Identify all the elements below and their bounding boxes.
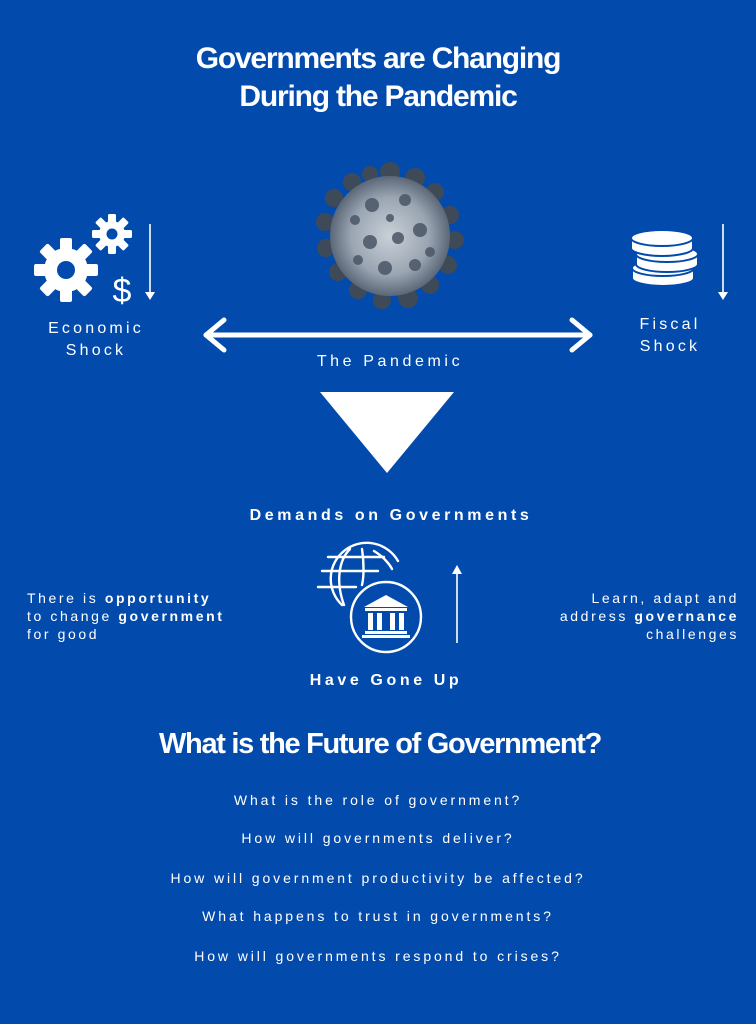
economic-label-line-2: Shock — [65, 342, 127, 359]
economic-down-arrow-icon — [145, 224, 155, 300]
have-gone-up-label: Have Gone Up — [309, 672, 463, 689]
fiscal-label-line-2: Shock — [639, 338, 701, 355]
governance-line-2: address governance — [560, 607, 739, 625]
title-line-1: Governments are Changing — [195, 42, 562, 75]
down-triangle-icon — [320, 392, 454, 473]
governance-line-1: Learn, adapt and — [591, 590, 739, 606]
future-heading: What is the Future of Government? — [158, 728, 602, 760]
opportunity-line-3: for good — [27, 626, 100, 642]
fiscal-shock-label: Fiscal Shock — [620, 314, 720, 358]
svg-text:$: $ — [113, 272, 132, 310]
text: There is — [27, 590, 105, 606]
bold-text: governance — [634, 608, 739, 624]
opportunity-note: There is opportunity to change governmen… — [27, 589, 225, 643]
up-arrow-icon — [452, 565, 462, 643]
text: to change — [27, 608, 119, 624]
gears-dollar-icon: $ — [34, 214, 132, 310]
globe-government-building-icon — [316, 541, 423, 654]
governance-line-3: challenges — [646, 626, 739, 642]
virus-icon — [316, 162, 464, 309]
double-headed-arrow-icon — [203, 317, 593, 353]
bold-text: opportunity — [104, 590, 212, 606]
pandemic-label: The Pandemic — [316, 353, 464, 370]
fiscal-label-line-1: Fiscal — [639, 316, 701, 333]
economic-shock-label: Economic Shock — [22, 318, 170, 362]
opportunity-line-2: to change government — [27, 607, 225, 625]
governance-note: Learn, adapt and address governance chal… — [560, 589, 739, 643]
demands-heading: Demands on Governments — [249, 507, 533, 524]
fiscal-down-arrow-icon — [718, 224, 728, 300]
coin-stack-icon — [630, 229, 699, 287]
page-title: Governments are Changing During the Pand… — [0, 40, 756, 116]
bold-text: government — [118, 608, 225, 624]
question-item: What happens to trust in governments? — [202, 908, 554, 924]
question-item: What is the role of government? — [233, 792, 523, 808]
question-item: How will government productivity be affe… — [170, 870, 586, 886]
title-line-2: During the Pandemic — [239, 80, 517, 113]
question-item: How will governments deliver? — [241, 830, 515, 846]
question-item: How will governments respond to crises? — [194, 948, 562, 964]
opportunity-line-1: There is opportunity — [27, 589, 225, 607]
economic-label-line-1: Economic — [48, 320, 144, 337]
text: address — [559, 608, 635, 624]
